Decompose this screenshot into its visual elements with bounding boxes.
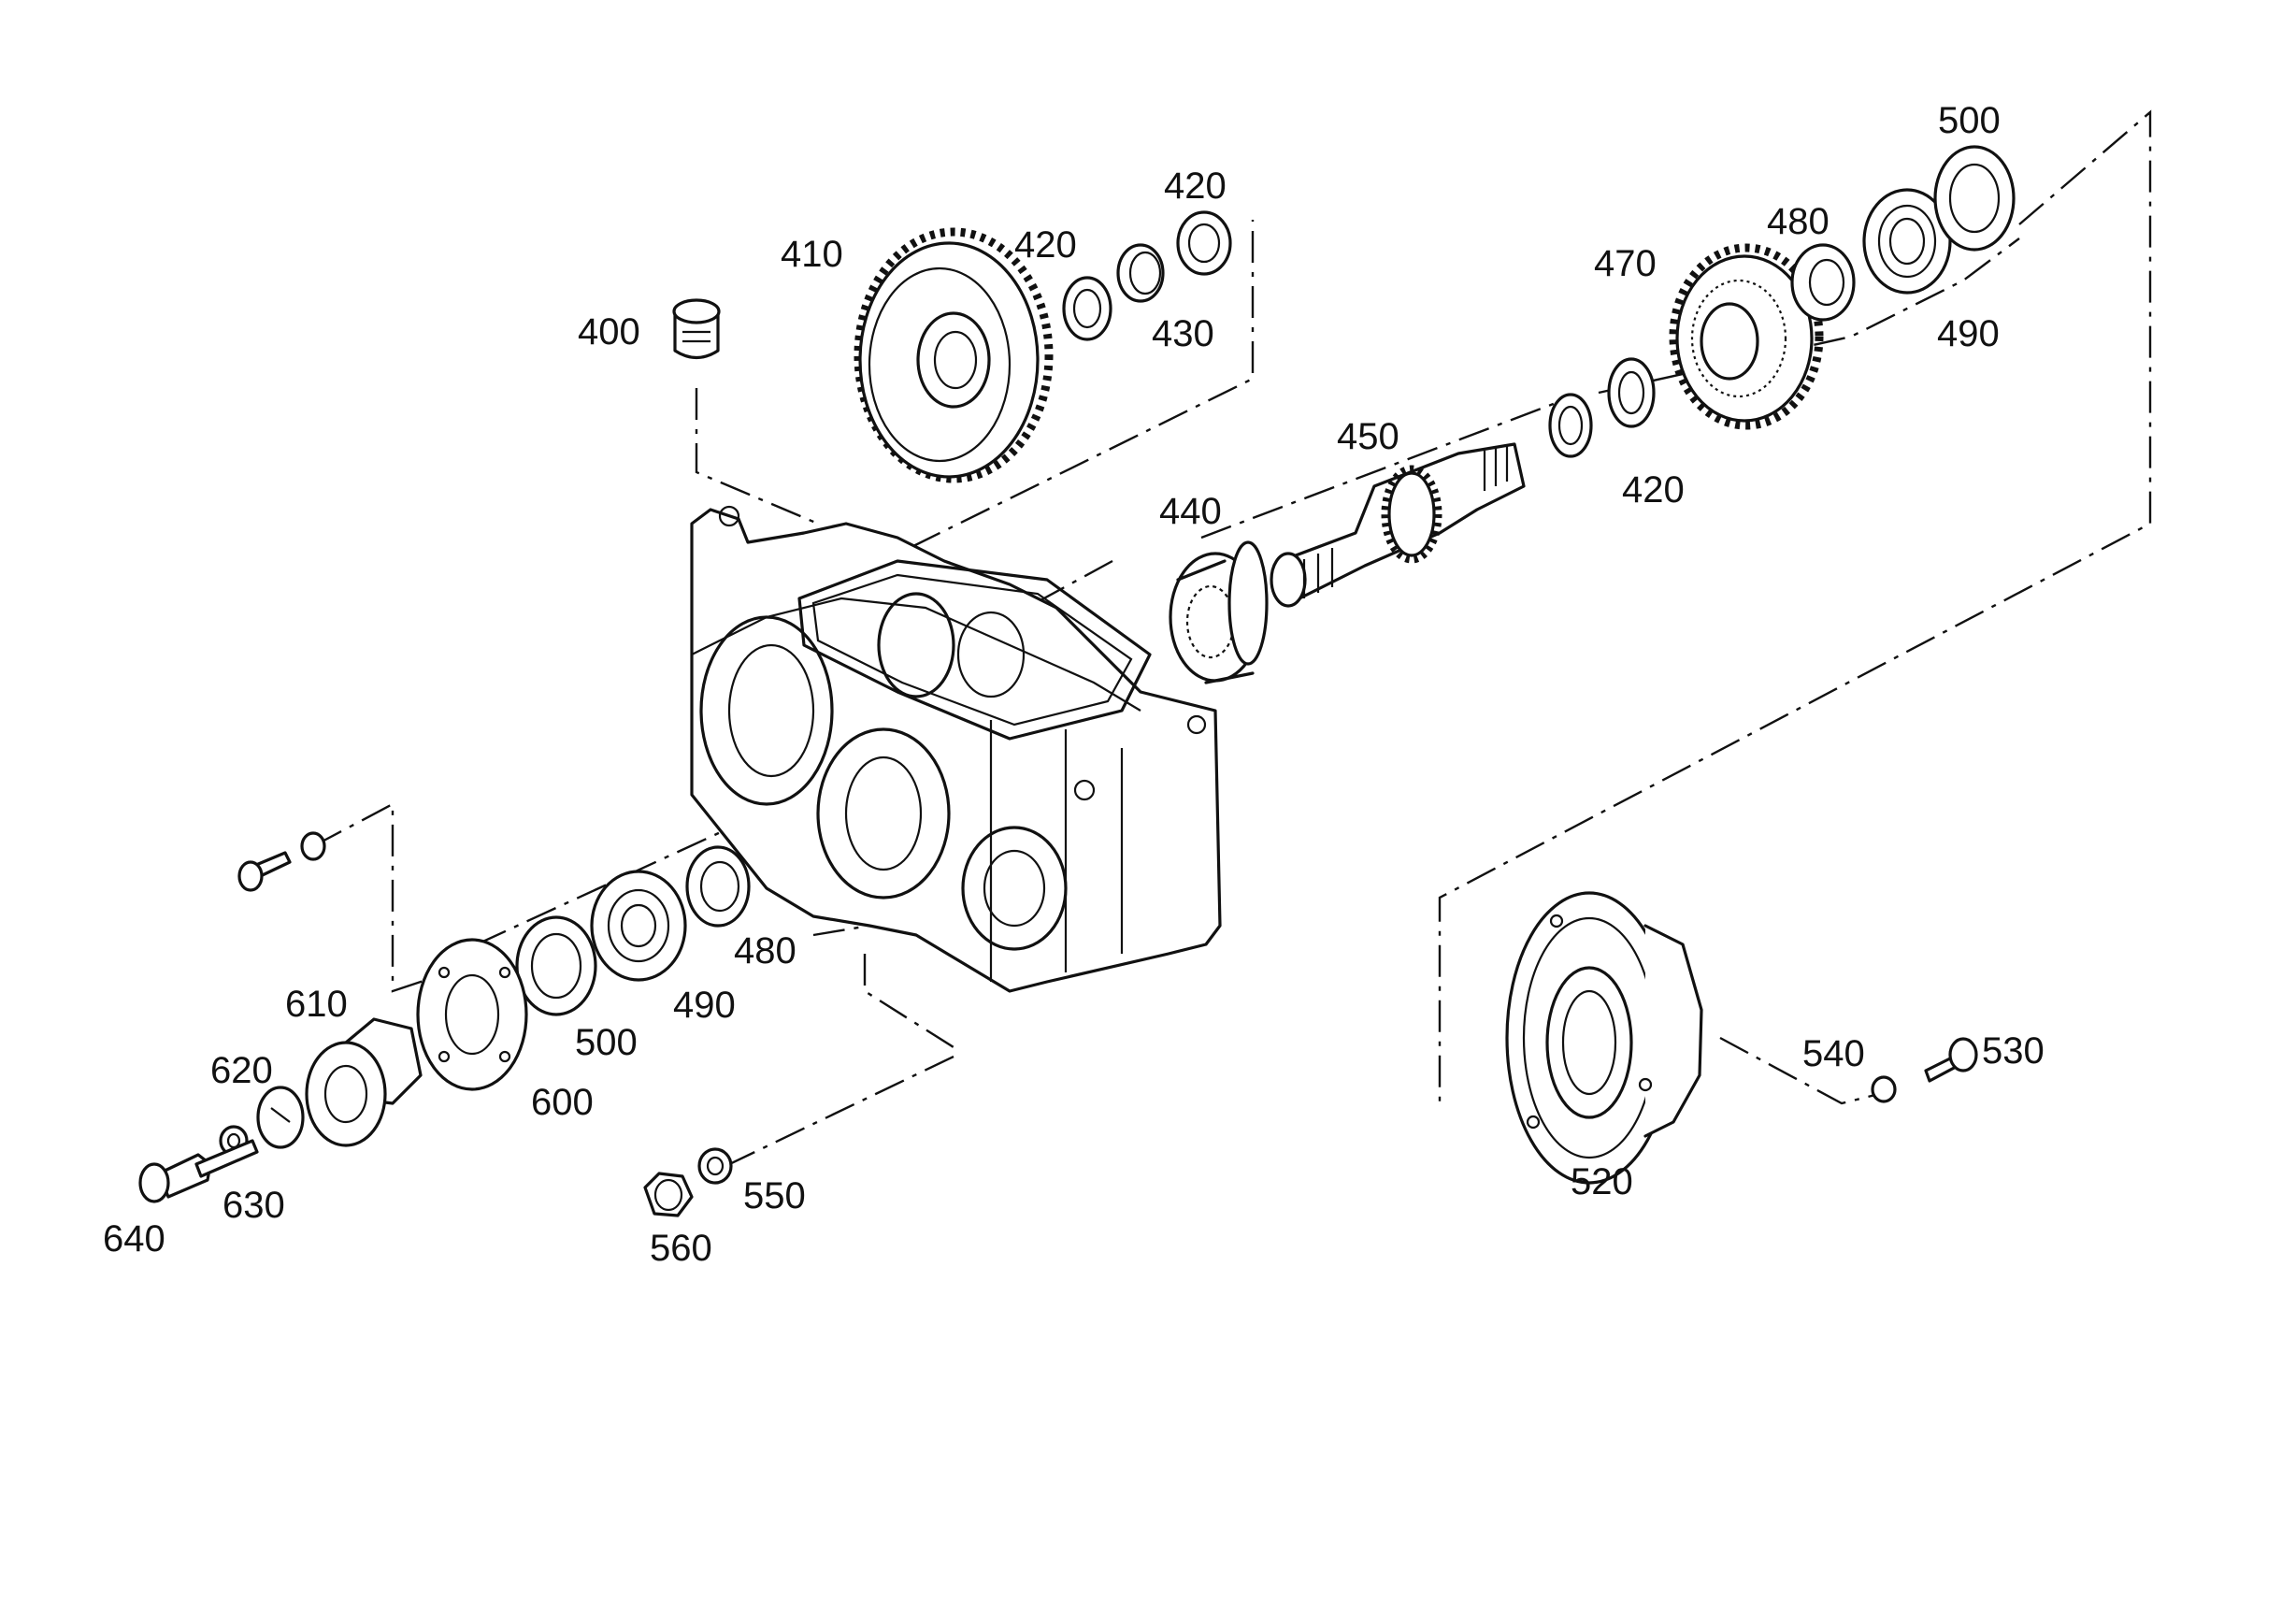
washer-480-lower	[685, 845, 751, 928]
label-550: 550	[743, 1175, 806, 1216]
label-420: 420	[1622, 469, 1685, 511]
label-420: 420	[1164, 166, 1227, 207]
label-410: 410	[781, 234, 843, 275]
spacer-430	[1116, 243, 1165, 303]
seal-500-lower	[515, 915, 597, 1016]
label-640: 640	[103, 1218, 165, 1259]
label-430: 430	[1152, 313, 1214, 354]
gear-470	[1669, 243, 1824, 430]
seal-500-upper	[1933, 145, 2016, 252]
shaft-450	[1270, 442, 1526, 608]
label-530: 530	[1982, 1030, 2045, 1072]
label-600: 600	[531, 1082, 594, 1123]
gear-410	[854, 227, 1054, 483]
label-450: 450	[1337, 416, 1399, 457]
bearing-420-lower	[1548, 357, 1656, 458]
label-400: 400	[578, 311, 640, 353]
bolt-640	[138, 1139, 259, 1203]
label-480: 480	[1767, 201, 1830, 242]
bolt-upper-left	[237, 831, 326, 892]
washer-540	[1871, 1075, 1897, 1103]
label-440: 440	[1159, 491, 1222, 532]
label-560: 560	[650, 1228, 712, 1269]
bearing-490-lower	[590, 870, 687, 982]
label-490: 490	[673, 985, 736, 1026]
label-470: 470	[1594, 243, 1657, 284]
cover-520	[1505, 891, 1703, 1185]
label-630: 630	[222, 1185, 285, 1226]
label-420: 420	[1014, 224, 1077, 266]
label-490: 490	[1937, 313, 2000, 354]
label-610: 610	[285, 984, 348, 1025]
label-500: 500	[1938, 100, 2001, 141]
cover-600	[416, 938, 528, 1091]
washer-550	[697, 1147, 733, 1185]
flange-610	[305, 1017, 423, 1147]
sleeve-440	[1169, 540, 1269, 684]
label-500: 500	[575, 1022, 638, 1063]
washer-480-upper	[1790, 243, 1856, 322]
bolt-530	[1924, 1037, 1978, 1083]
gearbox-housing	[690, 505, 1222, 993]
part-labels: 400 410 420 420 430 440 450 420 470 480 …	[103, 100, 2045, 1269]
label-480: 480	[734, 930, 796, 972]
plug-560	[643, 1172, 694, 1217]
plug-400	[672, 298, 721, 360]
bearing-490-upper	[1862, 188, 1952, 295]
label-540: 540	[1802, 1033, 1865, 1074]
bearing-420-upper-a	[1062, 276, 1112, 341]
label-620: 620	[210, 1050, 273, 1091]
label-520: 520	[1571, 1161, 1633, 1202]
bearing-420-upper-b	[1176, 210, 1232, 276]
washer-620	[256, 1086, 305, 1149]
